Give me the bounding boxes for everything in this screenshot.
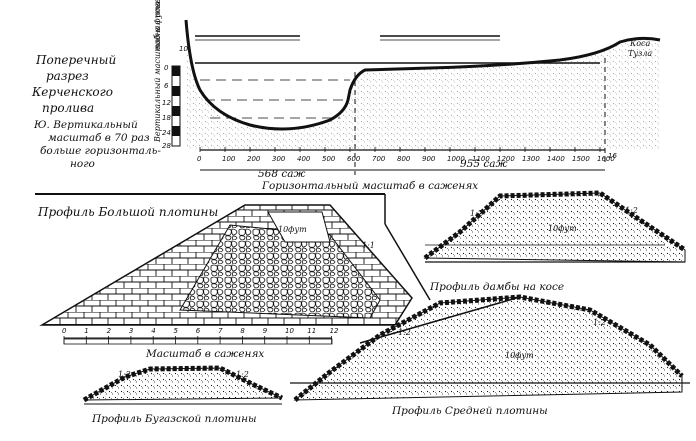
seabed-fill: [186, 20, 660, 150]
htick-label: 400: [297, 155, 311, 163]
htick-label: 700: [372, 155, 386, 163]
dam-scale-tick-label: 12: [330, 327, 339, 335]
dam-scale-tick-label: 11: [307, 327, 316, 335]
htick-label: 800: [397, 155, 411, 163]
strait-cross-section: Поперечный разрез Керченского пролива во…: [31, 0, 661, 192]
vtick-12: 12: [162, 99, 171, 107]
htick-label: 300: [272, 155, 286, 163]
htick-label: 1500: [572, 155, 590, 163]
vtick-6: 6: [164, 82, 169, 90]
vtick-0: 0: [164, 64, 169, 72]
large-dam-title: Профиль Большой плотины: [37, 205, 218, 219]
large-dam-slope-label: 1:1: [362, 241, 375, 250]
exaggeration-note-4: ного: [70, 158, 95, 170]
cape-label-1: Коса: [629, 39, 650, 48]
vtick-10: 10: [179, 45, 188, 53]
large-dam-core: [179, 224, 381, 319]
exaggeration-note-3: больше горизонталь-: [40, 145, 161, 157]
dam-scale-label: Масштаб в саженях: [145, 348, 264, 360]
spit-dam-title: Профиль дамбы на косе: [429, 281, 564, 293]
bugaz-dam-crest: [82, 365, 284, 403]
middle-dam-slope-right: 1:2: [593, 318, 606, 327]
dam-scale-tick-label: 10: [285, 327, 294, 335]
htick-label: 1100: [472, 155, 490, 163]
htick-label: 0: [197, 155, 202, 163]
bugaz-dam-slope-right: 1:2: [236, 370, 249, 379]
span-955: 955 саж: [460, 158, 508, 170]
htick-label: 500: [322, 155, 336, 163]
vtick-28: 28: [162, 142, 171, 150]
spit-dam-slope-right: 1:2: [625, 206, 638, 215]
dam-scale-tick-label: 7: [218, 327, 223, 335]
spit-dam-height-label: 10фут: [548, 224, 577, 233]
spit-dam-slope-left: 1:2: [470, 209, 483, 218]
htick-label: 200: [247, 155, 261, 163]
bugaz-dam-title: Профиль Бугазской плотины: [91, 413, 257, 425]
htick-label: 1300: [522, 155, 540, 163]
middle-dam-slope-left: 1:2: [398, 328, 411, 337]
horizontal-scale-label: Горизонтальный масштаб в саженях: [261, 180, 478, 192]
frame-diagonal: [384, 223, 431, 301]
dam-scale-tick-label: 6: [196, 327, 201, 335]
horizontal-scale: 0 100 200 300 400 500 600 700 800 900 1000 1100 1200…: [197, 147, 617, 192]
cape-label-2: Тузла: [628, 49, 652, 58]
dam-scale-tick-label: 8: [240, 327, 245, 335]
vertical-scale-label: Вертикальный масштаб в футах: [153, 0, 162, 143]
dam-scale-tick-label: 0: [62, 327, 67, 335]
span-568: 568 саж: [258, 168, 306, 180]
htick-label: 600: [347, 155, 361, 163]
htick-label: 100: [222, 155, 236, 163]
bugaz-dam-slope-left: 1:2: [118, 370, 131, 379]
middle-dam-crest: [293, 294, 684, 402]
htick-label: 1600: [597, 155, 615, 163]
htick-label: 1400: [547, 155, 565, 163]
bugaz-dam-profile: 1:2 1:2 Профиль Бугазской плотины: [82, 365, 284, 425]
htick-label: 1200: [497, 155, 515, 163]
middle-dam-title: Профиль Средней плотины: [391, 405, 548, 417]
cross-section-title-3: Керченского: [31, 85, 113, 99]
htick-label: 1000: [447, 155, 465, 163]
exaggeration-note-2: масштаб в 70 раз: [48, 132, 150, 144]
dam-scale-tick-label: 9: [263, 327, 268, 335]
middle-dam-height-label: 10фут: [505, 351, 534, 360]
spit-dam-profile: 1:2 1:2 10фут Профиль дамбы на косе: [423, 190, 687, 293]
vtick-24: 24: [162, 129, 171, 137]
exaggeration-note-1: Ю. Вертикальный: [33, 119, 138, 131]
cross-section-title-1: Поперечный: [35, 53, 116, 67]
cross-section-title-4: пролива: [42, 101, 94, 115]
dam-scale-tick-label: 4: [151, 327, 155, 335]
middle-dam-profile: 1:2 1:2 10фут Профиль Средней плотины: [293, 294, 684, 417]
horizontal-ticks: 0 100 200 300 400 500 600 700 800 900 1000 1100 1200…: [197, 147, 615, 163]
vtick-18: 18: [162, 114, 171, 122]
large-dam-height-label: 10фут: [278, 225, 307, 234]
vertical-scale: 10 0 6 12 18 24 28 Вертикальный масштаб …: [153, 0, 188, 150]
htick-end: 16: [608, 152, 617, 160]
water-surface-label: водная поверхность: [153, 0, 162, 50]
dam-scale-tick-label: 1: [84, 327, 88, 335]
htick-label: 900: [422, 155, 436, 163]
dam-scale-tick-label: 2: [107, 327, 112, 335]
cross-section-title-2: разрез: [46, 69, 89, 83]
dam-scale-tick-label: 5: [174, 327, 179, 335]
dam-scale-tick-label: 3: [129, 327, 133, 335]
large-dam-crest: [267, 211, 331, 243]
spit-dam-crest: [423, 190, 687, 261]
